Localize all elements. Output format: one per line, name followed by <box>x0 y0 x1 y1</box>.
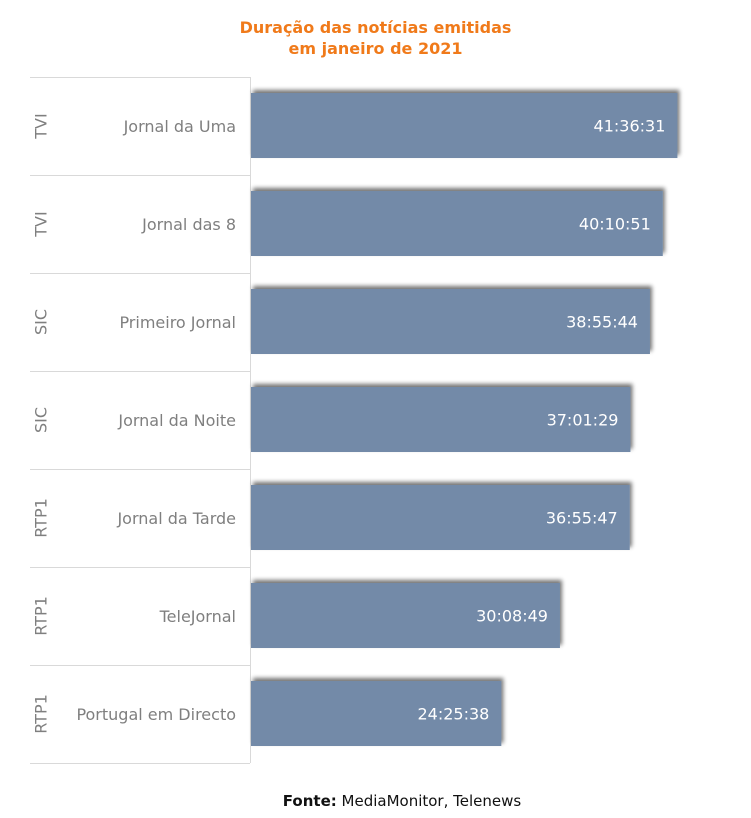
value-label: 30:08:49 <box>476 607 548 626</box>
category-label: Jornal da Noite <box>117 411 236 430</box>
source-note: Fonte: MediaMonitor, Telenews <box>0 792 751 810</box>
category-label: Primeiro Jornal <box>119 313 236 332</box>
group-label: TVI <box>32 113 51 139</box>
bar <box>251 289 650 354</box>
value-label: 38:55:44 <box>566 313 638 332</box>
chart-title-line2: em janeiro de 2021 <box>288 39 463 58</box>
bar <box>251 93 678 158</box>
group-label: RTP1 <box>32 694 51 734</box>
value-label: 37:01:29 <box>547 411 619 430</box>
bar <box>251 485 630 550</box>
source-text: MediaMonitor, Telenews <box>341 792 522 810</box>
value-label: 41:36:31 <box>594 117 666 136</box>
value-label: 24:25:38 <box>417 705 489 724</box>
bar <box>251 583 560 648</box>
bar <box>251 681 502 746</box>
value-label: 40:10:51 <box>579 215 651 234</box>
category-label: Jornal da Tarde <box>116 509 236 528</box>
bar <box>251 387 631 452</box>
chart-title-line1: Duração das notícias emitidas <box>239 18 512 37</box>
category-label: Jornal da Uma <box>123 117 236 136</box>
group-label: SIC <box>32 407 51 433</box>
category-label: TeleJornal <box>159 607 236 626</box>
bar <box>251 191 663 256</box>
value-label: 36:55:47 <box>546 509 618 528</box>
group-label: TVI <box>32 211 51 237</box>
group-label: RTP1 <box>32 596 51 636</box>
source-label: Fonte: <box>282 792 337 810</box>
group-label: RTP1 <box>32 498 51 538</box>
group-label: SIC <box>32 309 51 335</box>
category-label: Portugal em Directo <box>76 705 236 724</box>
category-label: Jornal das 8 <box>141 215 236 234</box>
